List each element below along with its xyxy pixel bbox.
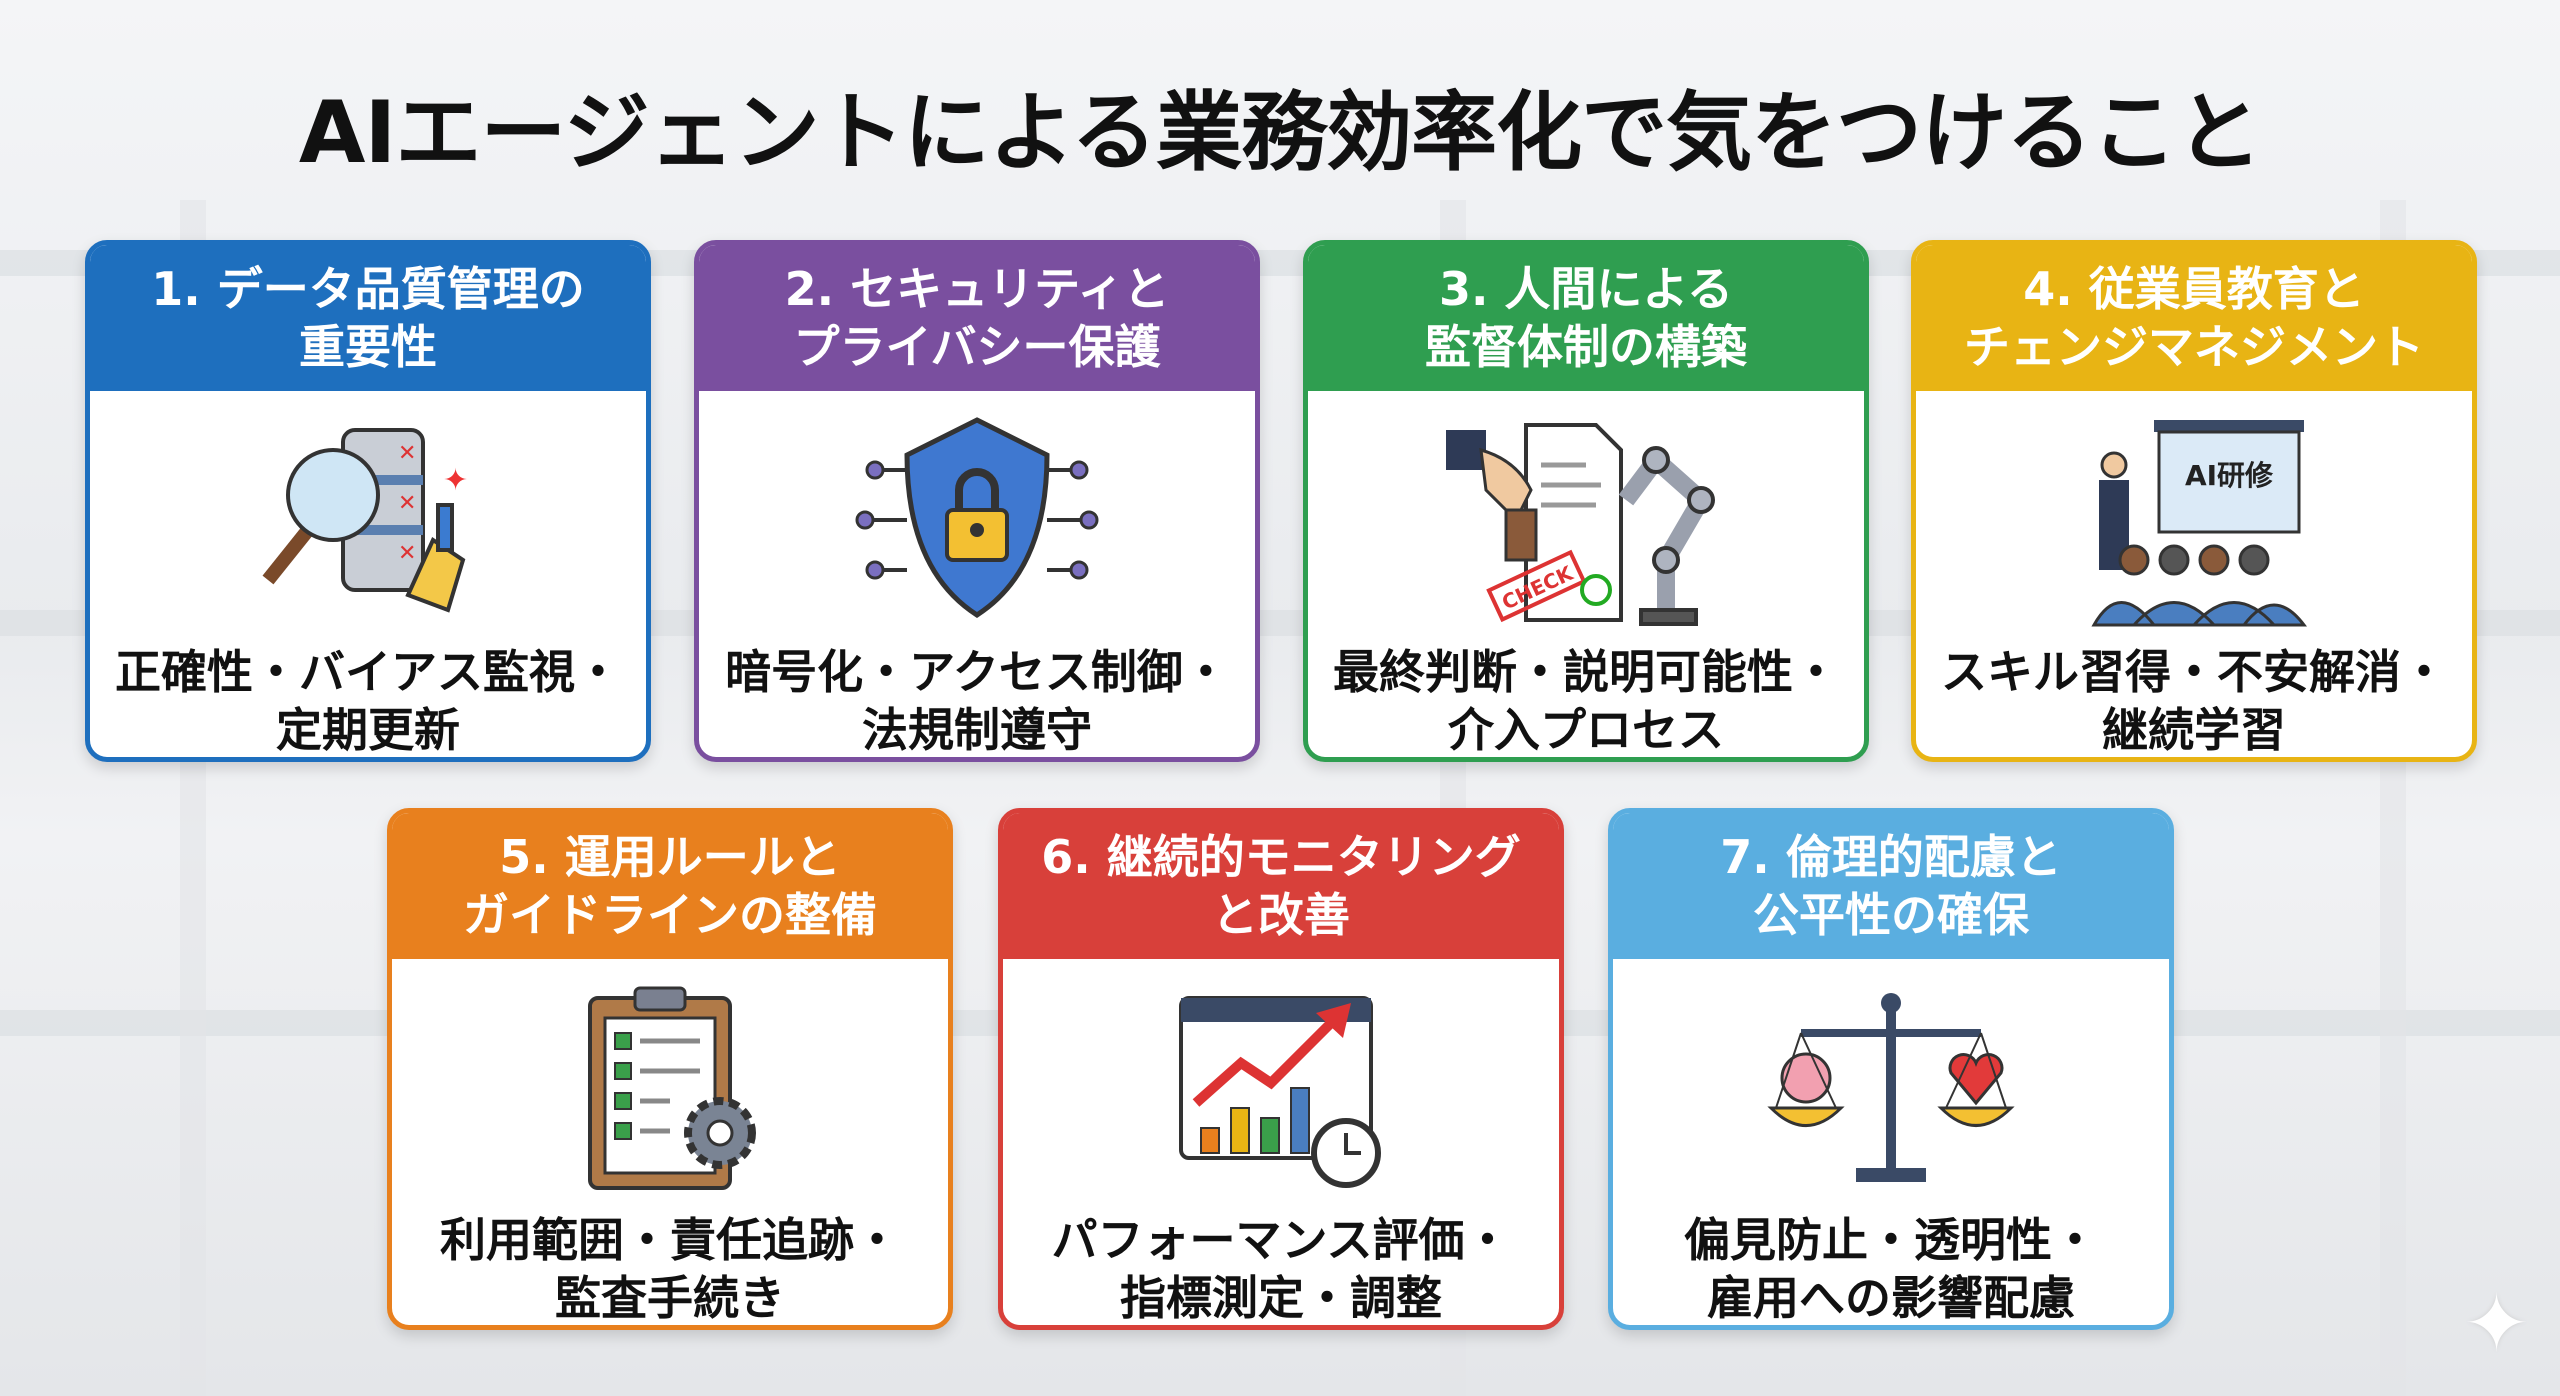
card-description: 介入プロセス xyxy=(1448,703,1724,757)
card-title: チェンジマネジメント xyxy=(1964,320,2424,374)
card-title: 重要性 xyxy=(299,320,437,374)
card-description: パフォーマンス評価・ xyxy=(1051,1213,1511,1267)
card-title: 2. セキュリティと xyxy=(784,262,1170,316)
card-description: 暗号化・アクセス制御・ xyxy=(725,645,1229,699)
card-header: 5. 運用ルールと ガイドラインの整備 xyxy=(392,813,948,959)
card-employee-training: 4. 従業員教育と チェンジマネジメント AI研修 スキル習得・不安解消・ 継続… xyxy=(1911,240,2477,762)
card-header: 3. 人間による 監督体制の構築 xyxy=(1308,245,1864,391)
card-description: 利用範囲・責任追跡・ xyxy=(440,1213,900,1267)
scale-brain-heart-icon xyxy=(1613,973,2169,1203)
shield-lock-icon xyxy=(699,405,1255,635)
card-description: スキル習得・不安解消・ xyxy=(1941,645,2447,699)
check-stamp-robot-icon: CHECK xyxy=(1308,405,1864,635)
card-title: 4. 従業員教育と xyxy=(2023,262,2365,316)
card-title: 7. 倫理的配慮と xyxy=(1720,830,2062,884)
training-presentation-icon: AI研修 xyxy=(1916,405,2472,635)
card-description: 監査手続き xyxy=(555,1271,785,1325)
sparkle-icon: ✦ xyxy=(2462,1277,2530,1370)
card-title: プライバシー保護 xyxy=(793,320,1161,374)
card-title: 3. 人間による xyxy=(1438,262,1734,316)
card-human-oversight: 3. 人間による 監督体制の構築 CHECK 最終判断・説明可能性・ 介入プロセ… xyxy=(1303,240,1869,762)
card-title: 5. 運用ルールと xyxy=(499,830,841,884)
screen-label: AI研修 xyxy=(2185,459,2274,492)
page-title: AIエージェントによる業務効率化で気をつけること xyxy=(298,83,2262,183)
card-description: 雇用への影響配慮 xyxy=(1707,1271,2075,1325)
card-header: 4. 従業員教育と チェンジマネジメント xyxy=(1916,245,2472,391)
card-header: 7. 倫理的配慮と 公平性の確保 xyxy=(1613,813,2169,959)
card-title: 監督体制の構築 xyxy=(1425,320,1747,374)
card-operation-rules: 5. 運用ルールと ガイドラインの整備 利用範囲・責任追跡・ 監査手続き xyxy=(387,808,953,1330)
card-header: 6. 継続的モニタリング と改善 xyxy=(1003,813,1559,959)
svg-text:✕: ✕ xyxy=(398,491,416,516)
chart-clock-icon xyxy=(1003,973,1559,1203)
card-title: 公平性の確保 xyxy=(1753,888,2029,942)
card-security-privacy: 2. セキュリティと プライバシー保護 暗号化・アクセス制御・ 法規制遵守 xyxy=(694,240,1260,762)
card-data-quality: 1. データ品質管理の 重要性 ✕ ✕ ✕ ✦ 正確性・バイアス監視・ 定期更新 xyxy=(85,240,651,762)
card-title: ガイドラインの整備 xyxy=(463,888,877,942)
card-description: 最終判断・説明可能性・ xyxy=(1333,645,1839,699)
card-title: と改善 xyxy=(1212,888,1350,942)
clipboard-gear-icon xyxy=(392,973,948,1203)
database-magnifier-icon: ✕ ✕ ✕ ✦ xyxy=(90,405,646,635)
card-description: 継続学習 xyxy=(2102,703,2286,757)
svg-text:✦: ✦ xyxy=(443,463,468,498)
svg-text:✕: ✕ xyxy=(398,441,416,466)
svg-text:✕: ✕ xyxy=(398,541,416,566)
card-title: 1. データ品質管理の xyxy=(151,262,585,316)
card-header: 2. セキュリティと プライバシー保護 xyxy=(699,245,1255,391)
card-title: 6. 継続的モニタリング xyxy=(1041,830,1521,884)
card-description: 偏見防止・透明性・ xyxy=(1684,1213,2098,1267)
card-description: 指標測定・調整 xyxy=(1120,1271,1442,1325)
card-description: 定期更新 xyxy=(276,703,460,757)
card-description: 正確性・バイアス監視・ xyxy=(115,645,621,699)
card-description: 法規制遵守 xyxy=(862,703,1092,757)
card-ethics-fairness: 7. 倫理的配慮と 公平性の確保 偏見防止・透明性・ 雇用への影響配慮 xyxy=(1608,808,2174,1330)
card-monitoring: 6. 継続的モニタリング と改善 パフォーマンス評価・ 指標測定・調整 xyxy=(998,808,1564,1330)
card-header: 1. データ品質管理の 重要性 xyxy=(90,245,646,391)
